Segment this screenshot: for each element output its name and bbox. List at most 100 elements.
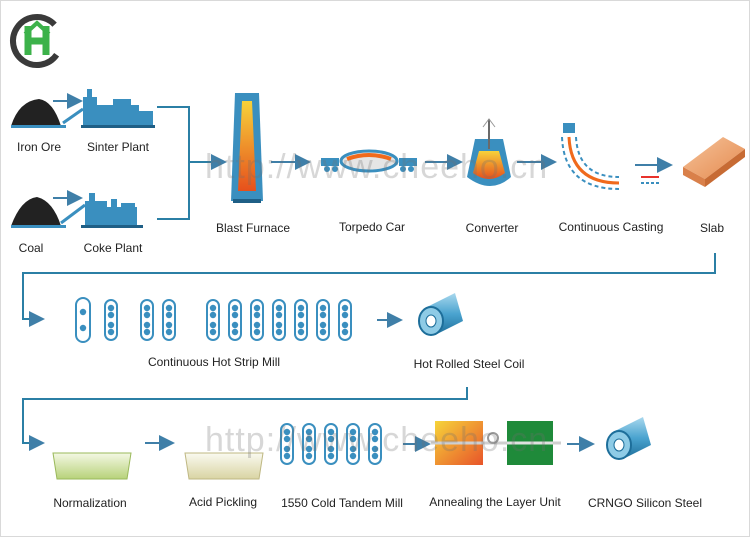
mill-roll — [209, 328, 217, 336]
mill-roll — [79, 324, 87, 332]
label-sinter-plant: Sinter Plant — [86, 140, 150, 154]
coke-plant-building — [60, 193, 143, 228]
cold-tandem-mill-icon — [273, 423, 401, 465]
mill-roll — [341, 321, 349, 329]
annealing-unit-icon — [431, 421, 561, 465]
blast-furnace-icon — [231, 93, 263, 203]
normalization-tank-icon — [47, 441, 133, 480]
mill-roll — [143, 328, 151, 336]
mill-stand — [272, 299, 286, 341]
mill-stand — [294, 299, 308, 341]
mill-stand — [324, 423, 338, 465]
mill-roll — [319, 321, 327, 329]
mill-stand — [206, 299, 220, 341]
mill-stand — [162, 299, 176, 341]
mill-roll — [341, 311, 349, 319]
label-annealing: Annealing the Layer Unit — [429, 495, 561, 509]
mill-roll — [305, 435, 313, 443]
mill-roll — [371, 445, 379, 453]
mill-stand — [346, 423, 360, 465]
mill-stand — [338, 299, 352, 341]
mill-stand — [75, 297, 91, 343]
mill-roll — [107, 311, 115, 319]
mill-roll — [165, 304, 173, 312]
mill-roll — [319, 304, 327, 312]
mill-roll — [231, 304, 239, 312]
label-crngo: CRNGO Silicon Steel — [587, 496, 703, 510]
acid-pickling-tank-icon — [179, 441, 264, 480]
label-normalization: Normalization — [53, 496, 127, 510]
mill-roll — [297, 328, 305, 336]
mill-roll — [253, 321, 261, 329]
mill-roll — [231, 328, 239, 336]
mill-roll — [297, 321, 305, 329]
mill-roll — [209, 311, 217, 319]
mill-stand — [280, 423, 294, 465]
mill-roll — [209, 321, 217, 329]
mill-roll — [107, 304, 115, 312]
mill-roll — [319, 311, 327, 319]
mill-stand — [250, 299, 264, 341]
feed-connector — [157, 106, 227, 220]
mill-roll — [297, 311, 305, 319]
coal-pile — [11, 197, 66, 228]
mill-roll — [319, 328, 327, 336]
label-slab: Slab — [699, 221, 725, 235]
label-hot-rolled-coil: Hot Rolled Steel Coil — [413, 357, 525, 371]
mill-roll — [371, 452, 379, 460]
converter-icon — [467, 118, 511, 186]
mill-roll — [143, 311, 151, 319]
label-iron-ore: Iron Ore — [16, 140, 62, 154]
mill-roll — [349, 435, 357, 443]
watermark-bottom: http://www.cheeho.cn — [205, 421, 549, 459]
mill-roll — [253, 304, 261, 312]
mill-roll — [283, 435, 291, 443]
hot-strip-mill-icon — [49, 297, 365, 343]
mill-roll — [209, 304, 217, 312]
mill-roll — [349, 452, 357, 460]
mill-stand — [302, 423, 316, 465]
mill-roll — [107, 321, 115, 329]
mill-roll — [305, 445, 313, 453]
hot-rolled-coil-icon — [418, 293, 463, 336]
mill-roll — [165, 321, 173, 329]
label-acid-pickling: Acid Pickling — [188, 495, 258, 509]
label-blast-furnace: Blast Furnace — [215, 221, 291, 235]
iron-ore-pile — [11, 99, 66, 128]
torpedo-car-icon — [321, 149, 417, 173]
mill-roll — [143, 304, 151, 312]
mill-roll — [371, 435, 379, 443]
mill-roll — [107, 328, 115, 336]
mill-stand — [140, 299, 154, 341]
continuous-casting-icon — [561, 123, 620, 190]
mill-roll — [275, 311, 283, 319]
label-hot-strip-mill: Continuous Hot Strip Mill — [147, 355, 281, 369]
mill-roll — [165, 311, 173, 319]
mill-roll — [165, 328, 173, 336]
mill-roll — [231, 311, 239, 319]
mill-stand — [316, 299, 330, 341]
label-coke-plant: Coke Plant — [83, 241, 143, 255]
label-torpedo-car: Torpedo Car — [338, 220, 406, 234]
mill-stand — [104, 299, 118, 341]
mill-roll — [327, 435, 335, 443]
mill-roll — [275, 328, 283, 336]
mill-roll — [349, 445, 357, 453]
company-logo — [10, 14, 64, 68]
connector-row1-row2 — [22, 253, 716, 327]
mill-roll — [305, 452, 313, 460]
mill-roll — [275, 321, 283, 329]
connector-row2-row3 — [22, 387, 468, 451]
label-cold-tandem-mill: 1550 Cold Tandem Mill — [281, 496, 403, 510]
label-continuous-casting: Continuous Casting — [558, 220, 664, 234]
mill-roll — [283, 452, 291, 460]
mill-roll — [349, 428, 357, 436]
mill-roll — [253, 328, 261, 336]
label-converter: Converter — [465, 221, 519, 235]
mill-stand — [368, 423, 382, 465]
mill-roll — [327, 428, 335, 436]
crngo-coil-icon — [606, 417, 651, 460]
mill-roll — [275, 304, 283, 312]
mill-stand — [228, 299, 242, 341]
slab-icon — [683, 137, 745, 187]
